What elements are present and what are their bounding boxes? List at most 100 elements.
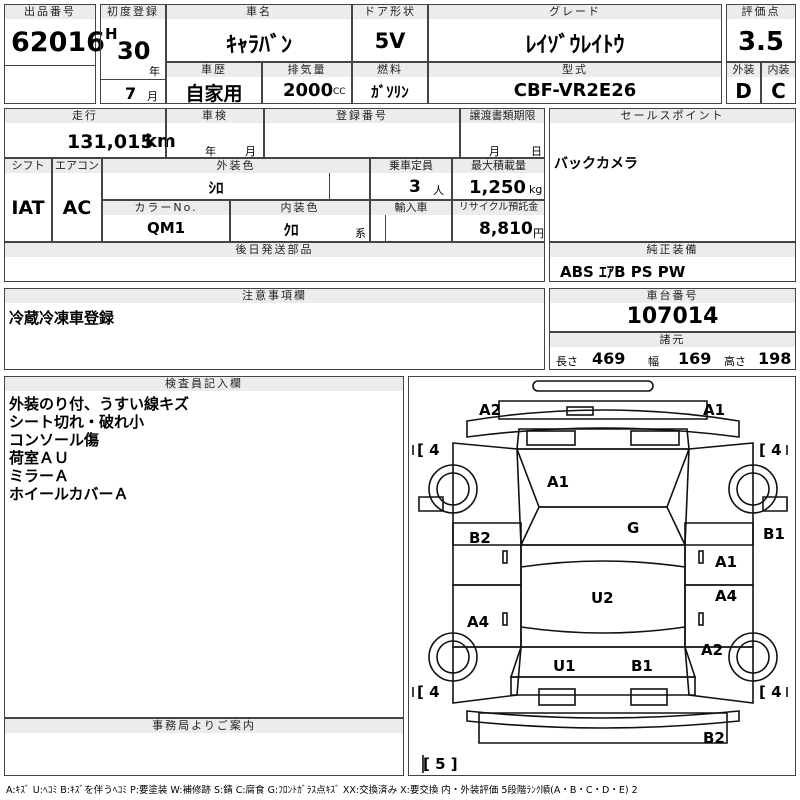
roof-line-rear [520, 626, 686, 634]
left-rear-handle [502, 612, 508, 626]
rear-gate [510, 676, 696, 696]
exterior-score-cell: 外装 D [726, 62, 761, 104]
inspection-label: 車検 [167, 109, 263, 123]
inspection-month-unit: 月 [245, 145, 256, 158]
damage-a4-right: A4 [715, 587, 738, 605]
registration-number-label: 登録番号 [265, 109, 459, 123]
tire-tread-front-left: [ 4 [417, 441, 440, 459]
lot-number-cell: 出品番号 62016 [4, 4, 105, 104]
color-number-cell: カラーNo. QM1 [102, 200, 230, 242]
damage-a1-front-right: A1 [703, 401, 726, 419]
inspection-year-unit: 年 [205, 145, 216, 158]
import-label: 輸入車 [371, 201, 451, 215]
history-label: 車歴 [167, 63, 261, 77]
aircon-cell: エアコン AC [52, 158, 102, 242]
reg-year: 30 [117, 37, 151, 65]
sales-point-label: セールスポイント [550, 109, 795, 123]
registration-number-cell: 登録番号 [264, 108, 460, 158]
first-registration-label: 初度登録 [101, 5, 165, 19]
wheel-front-left [428, 464, 478, 514]
mileage-label: 走行 [5, 109, 165, 123]
exterior-color-label: 外装色 [103, 159, 369, 173]
height-label: 高さ [724, 355, 746, 368]
exterior-color: ｼﾛ [208, 179, 224, 197]
hood-panel [515, 448, 691, 508]
shift-cell: シフト IAT [4, 158, 52, 242]
rear-bumper [478, 712, 728, 744]
right-mirror [762, 496, 788, 512]
inspector-line: ホイールカバーＡ [9, 485, 129, 503]
year-unit: 年 [149, 65, 160, 78]
windshield [516, 428, 690, 450]
sales-point: バックカメラ [554, 156, 638, 172]
spec-cell: 諸元 長さ 469 幅 169 高さ 198 [549, 332, 796, 370]
rear-window [509, 646, 697, 678]
chassis-cell: 車台番号 107014 [549, 288, 796, 332]
length: 469 [592, 349, 626, 368]
lot-number: 62016 [11, 27, 105, 58]
capacity-cell: 乗車定員 3 人 [370, 158, 452, 200]
inspector-line: 荷室ＡＵ [9, 449, 70, 467]
grade: ﾚｲｿﾞｳﾚｲﾄｳ [525, 33, 625, 58]
chassis-number: 107014 [626, 304, 719, 329]
office-notice-cell: 事務局よりご案内 [4, 718, 404, 776]
wheel-rear-right-inner [736, 640, 770, 674]
max-load-unit: kg [529, 183, 543, 196]
interior-color-cell: 内装色 ｸﾛ 系 [230, 200, 370, 242]
recycle-deposit-cell: リサイクル預託金 8,810 円 [452, 200, 545, 242]
displacement-unit: CC [333, 87, 346, 97]
equipment-cell: 純正装備 ABS ｴｱB PS PW [549, 242, 796, 282]
front-panel [498, 400, 708, 420]
shift: IAT [11, 197, 45, 219]
exterior-label: 外装 [727, 63, 760, 77]
left-front-handle [502, 550, 508, 564]
transfer-deadline-label: 譲渡書類期限 [461, 109, 544, 123]
office-notice-label: 事務局よりご案内 [5, 719, 403, 733]
inspector-line: シート切れ・破れ小 [9, 413, 145, 431]
damage-a2-right-rear: A2 [701, 641, 724, 659]
lot-number-label: 出品番号 [5, 5, 95, 19]
front-bumper [532, 380, 654, 392]
damage-u1-rear: U1 [553, 657, 576, 675]
aircon-label: エアコン [53, 159, 101, 173]
model-cell: 型式 CBF-VR2E26 [428, 62, 722, 104]
inspection-cell: 車検 年 月 [166, 108, 264, 158]
length-label: 長さ [556, 355, 578, 368]
roof-line-front [520, 560, 686, 568]
fuel-cell: 燃料 ｶﾞｿﾘﾝ [352, 62, 428, 104]
mileage: 131,015 [67, 131, 154, 153]
score-cell: 評価点 3.5 [726, 4, 796, 62]
wheel-front-right [728, 464, 778, 514]
wheel-rear-left-inner [436, 640, 470, 674]
wheel-rear-right [728, 632, 778, 682]
right-wiper [630, 430, 680, 446]
exterior-color-cell: 外装色 ｼﾛ [102, 158, 370, 200]
interior-score-cell: 内装 C [761, 62, 796, 104]
damage-u2-roof: U2 [591, 589, 614, 607]
car-name-cell: 車名 ｷｬﾗﾊﾞﾝ [166, 4, 352, 62]
tire-tread-rear-left: [ 4 [417, 683, 440, 701]
right-rear-handle [698, 612, 704, 626]
import-cell: 輸入車 [370, 200, 452, 242]
car-name-label: 車名 [167, 5, 351, 19]
score: 3.5 [737, 27, 785, 57]
rear-lamp-left [538, 688, 576, 706]
damage-b2-rear-bumper: B2 [703, 729, 725, 747]
equipment: ABS ｴｱB PS PW [560, 263, 686, 281]
damage-g-glass: G [627, 519, 640, 537]
wheel-front-right-inner [736, 472, 770, 506]
wheel-rear-left [428, 632, 478, 682]
era: H [105, 25, 118, 43]
inspector-notes-label: 検査員記入欄 [5, 377, 403, 391]
damage-b1-right: B1 [763, 525, 785, 543]
caution-cell: 注意事項欄 冷蔵冷凍車登録 [4, 288, 545, 370]
right-front-fender [684, 442, 754, 546]
door-type: 5V [374, 29, 406, 53]
recycle-deposit-label: リサイクル預託金 [453, 201, 544, 215]
damage-a1-right-door: A1 [715, 553, 738, 571]
damage-diagram: A2 A1 [ 4 [ 4 A1 G B2 B1 A1 U2 A4 A4 A2 … [408, 376, 796, 776]
fuel: ｶﾞｿﾘﾝ [371, 83, 409, 101]
model-label: 型式 [429, 63, 721, 77]
damage-a1-hood: A1 [547, 473, 570, 491]
fuel-label: 燃料 [353, 63, 427, 77]
